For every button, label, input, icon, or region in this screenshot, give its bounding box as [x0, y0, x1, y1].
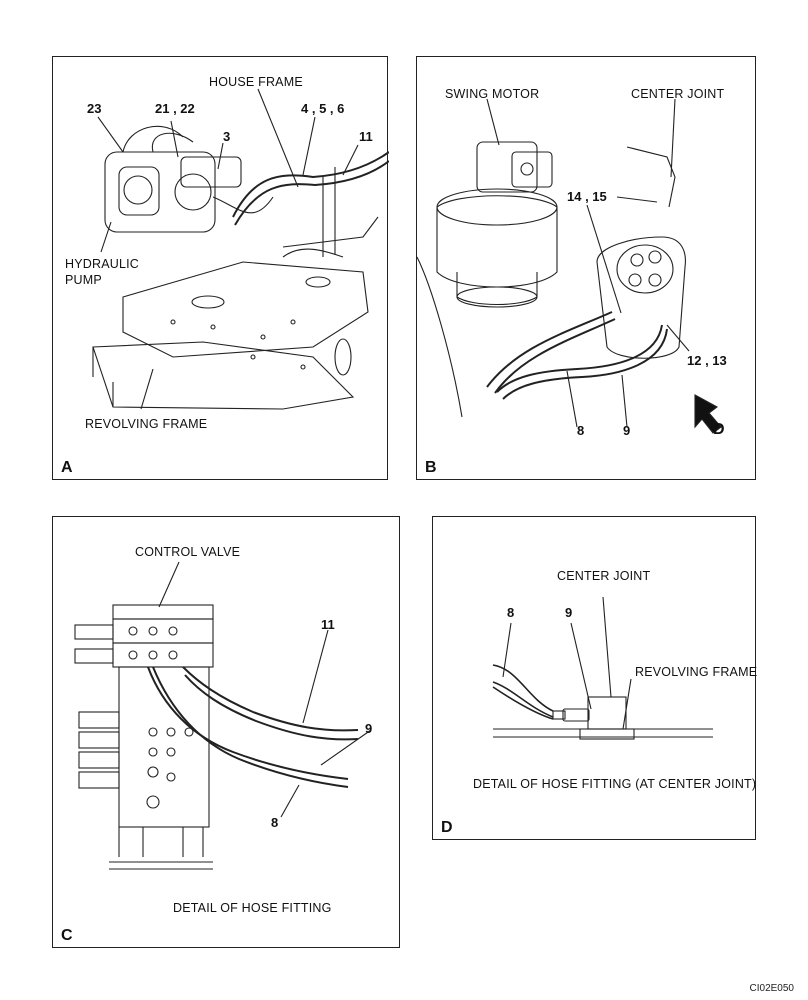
revolving-frame-label: REVOLVING FRAME: [635, 665, 758, 679]
control-valve-label: CONTROL VALVE: [135, 545, 241, 559]
panel-d-caption: DETAIL OF HOSE FITTING (AT CENTER JOINT): [473, 777, 757, 791]
ref-14-15: 14 , 15: [567, 189, 607, 204]
ref-4-5-6: 4 , 5 , 6: [301, 101, 345, 116]
hydraulic-pump-label-line1: HYDRAULIC: [65, 257, 140, 271]
ref-9: 9: [365, 721, 373, 736]
swing-motor-label: SWING MOTOR: [445, 87, 540, 101]
ref-21-22: 21 , 22: [155, 101, 195, 116]
panel-a: HOUSE FRAME 23 21 , 22 3 4 , 5 , 6 11 HY…: [52, 56, 389, 480]
panel-a-illustration: [92, 88, 389, 410]
panel-d: CENTER JOINT 8 9 REVOLVING FRAME DETAIL …: [432, 516, 758, 840]
panel-b: SWING MOTOR CENTER JOINT 14 , 15 12 , 13…: [416, 56, 756, 480]
ref-11: 11: [359, 129, 373, 144]
panel-c-letter: C: [61, 927, 73, 944]
center-joint-label: CENTER JOINT: [631, 87, 725, 101]
revolving-frame-label: REVOLVING FRAME: [85, 417, 208, 431]
panel-d-illustration: [492, 596, 713, 740]
ref-11: 11: [321, 617, 335, 632]
document-id: CI02E050: [749, 983, 794, 994]
panel-a-letter: A: [61, 459, 73, 476]
panel-b-letter: B: [425, 459, 437, 476]
ref-3: 3: [223, 129, 231, 144]
panel-b-illustration: [417, 98, 722, 434]
view-d-marker: D: [713, 421, 725, 438]
ref-9: 9: [565, 605, 573, 620]
ref-23: 23: [87, 101, 102, 116]
panel-c-illustration: [74, 561, 372, 870]
center-joint-label: CENTER JOINT: [557, 569, 651, 583]
ref-8: 8: [507, 605, 515, 620]
panel-c-caption: DETAIL OF HOSE FITTING: [173, 901, 332, 915]
ref-9: 9: [623, 423, 631, 438]
house-frame-label: HOUSE FRAME: [209, 75, 303, 89]
panel-c: CONTROL VALVE 11 9 8 DETAIL OF HOSE FITT…: [52, 516, 400, 948]
ref-12-13: 12 , 13: [687, 353, 727, 368]
ref-8: 8: [271, 815, 279, 830]
hydraulic-pump-label-line2: PUMP: [65, 273, 102, 287]
panel-d-letter: D: [441, 819, 453, 836]
ref-8: 8: [577, 423, 585, 438]
